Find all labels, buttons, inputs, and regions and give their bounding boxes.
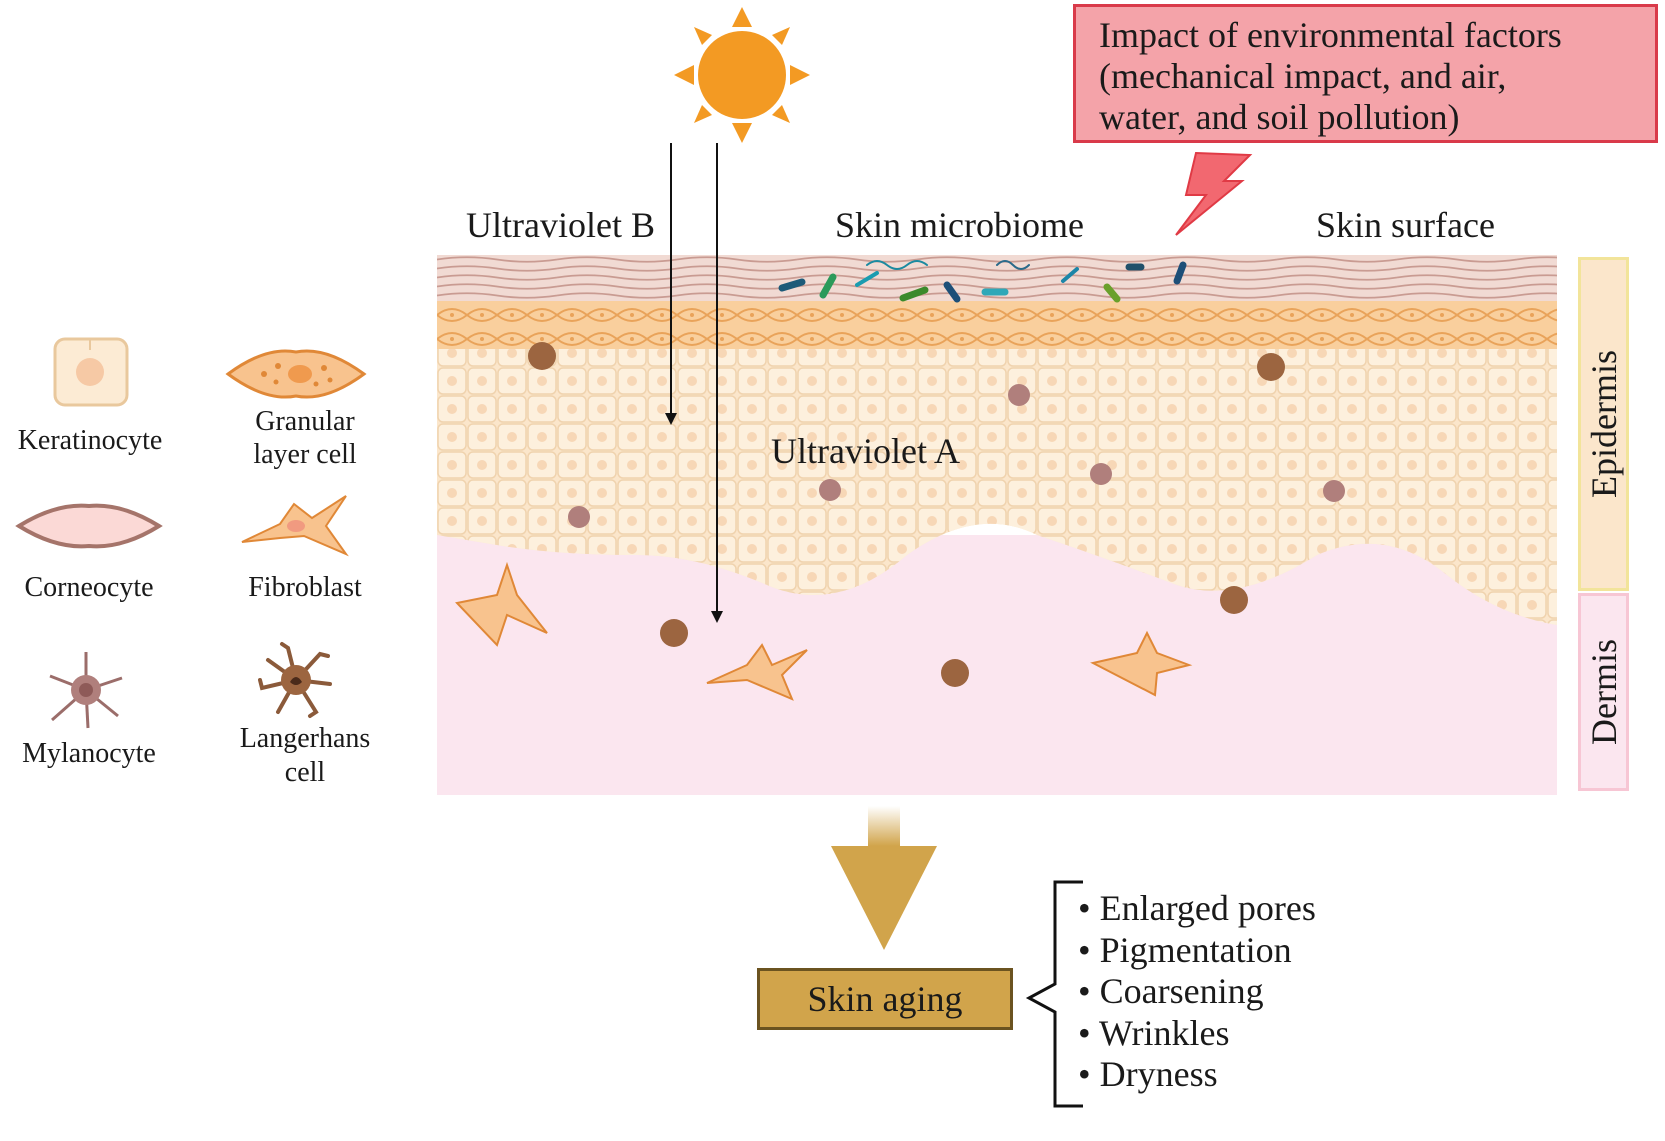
environment-line-3: water, and soil pollution) <box>1099 97 1460 137</box>
dermis-label: Dermis <box>1584 639 1624 745</box>
environment-box: Impact of environmental factors (mechani… <box>1073 4 1658 143</box>
microbiome-label: Skin microbiome <box>835 205 1084 245</box>
list-item: • Wrinkles <box>1078 1012 1230 1053</box>
legend-langerhans-2: cell <box>284 757 326 788</box>
epidermis-bar <box>1578 257 1629 591</box>
uvb-label: Ultraviolet B <box>466 205 655 245</box>
skin-cross-section <box>437 143 1557 795</box>
aging-effects-list: • Enlarged pores • Pigmentation • Coarse… <box>1078 888 1316 1096</box>
fibroblast-icon <box>241 495 349 557</box>
sun-icon <box>674 7 810 143</box>
dermis-layer <box>437 535 1557 795</box>
skin-aging-box: Skin aging <box>757 968 1013 1030</box>
down-arrow-icon <box>831 806 937 950</box>
legend-keratinocyte: Keratinocyte <box>17 425 163 456</box>
granular-cell-icon <box>225 349 367 399</box>
environment-line-1: Impact of environmental factors <box>1099 15 1562 55</box>
legend-fibroblast: Fibroblast <box>248 572 362 603</box>
legend-mylanocyte: Mylanocyte <box>22 738 156 769</box>
list-item: • Dryness <box>1078 1054 1218 1094</box>
langerhans-cells <box>528 342 1285 687</box>
legend-granular-2: layer cell <box>253 439 357 470</box>
microbiome-bacteria <box>778 260 1187 303</box>
brace-icon <box>1025 880 1083 1108</box>
mylanocyte-icon <box>49 652 123 729</box>
environment-line-2: (mechanical impact, and air, <box>1099 56 1507 96</box>
lightning-icon <box>1175 151 1253 236</box>
list-item: • Coarsening <box>1078 971 1264 1011</box>
epidermis-label: Epidermis <box>1584 350 1624 498</box>
skin-aging-label: Skin aging <box>807 979 963 1019</box>
legend-langerhans-1: Langerhans <box>239 723 371 754</box>
corneocyte-icon <box>15 503 163 549</box>
langerhans-icon <box>258 642 332 718</box>
list-item: • Enlarged pores <box>1078 888 1316 928</box>
list-item: • Pigmentation <box>1078 929 1292 970</box>
surface-label: Skin surface <box>1316 205 1495 245</box>
legend-corneocyte: Corneocyte <box>24 572 154 603</box>
uva-label: Ultraviolet A <box>771 431 960 471</box>
dermis-bar <box>1578 593 1629 791</box>
mylanocytes <box>568 384 1345 528</box>
fibroblasts <box>455 561 1193 701</box>
keratinocyte-icon <box>53 337 129 407</box>
legend-granular-1: Granular <box>255 406 355 437</box>
